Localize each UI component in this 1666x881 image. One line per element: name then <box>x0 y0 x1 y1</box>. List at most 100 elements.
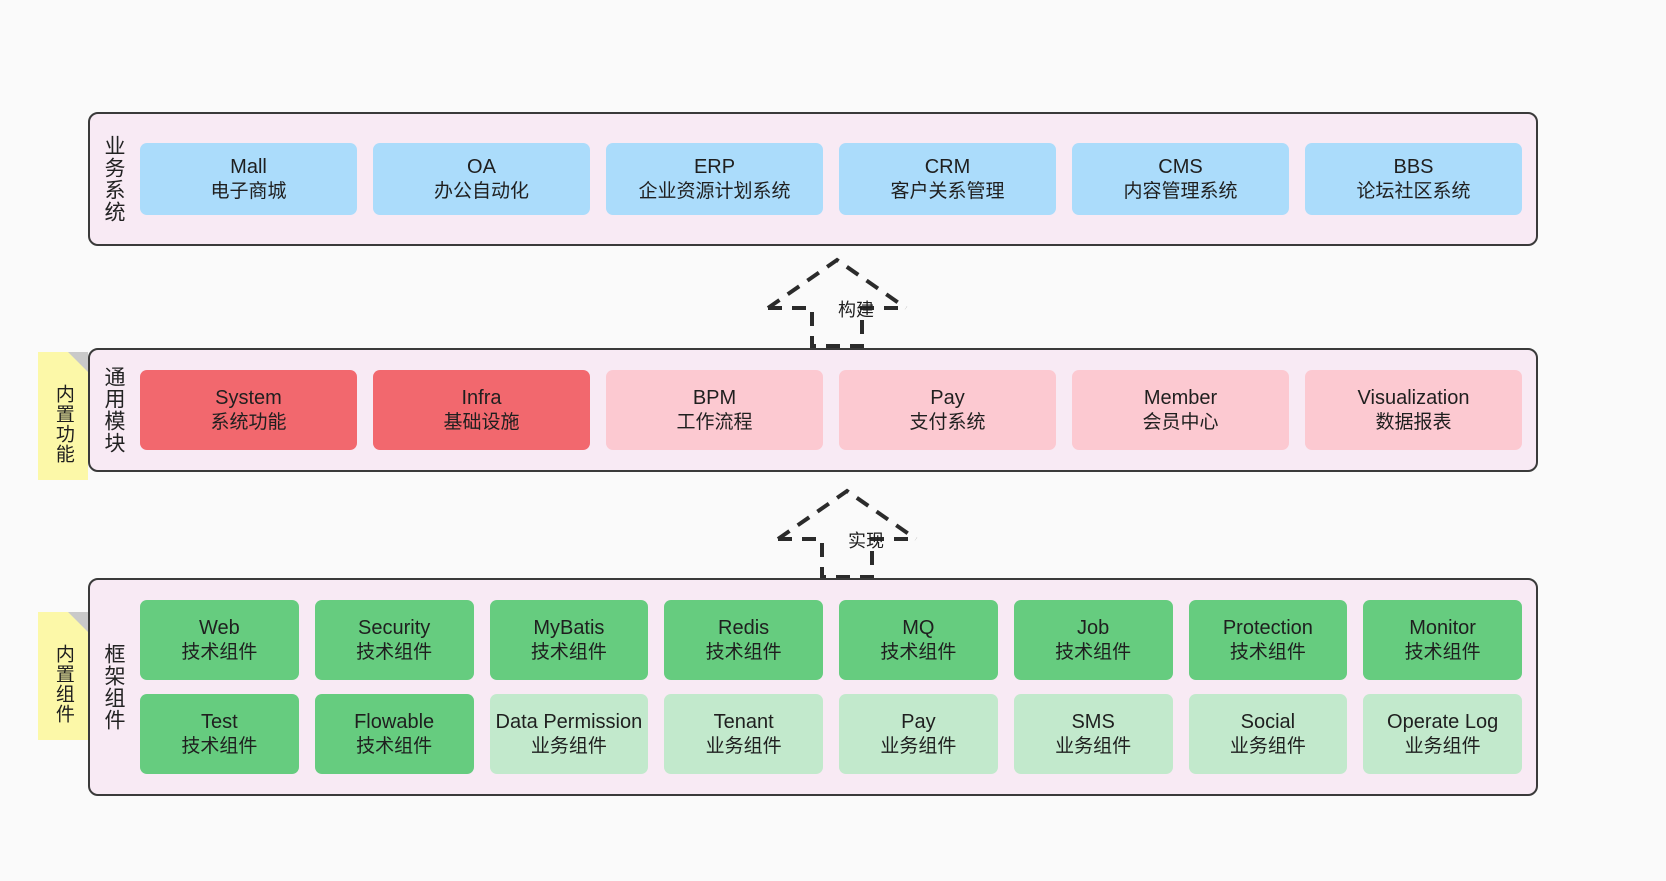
node-tenant[interactable]: Tenant 业务组件 <box>664 694 823 774</box>
node-label-en: Redis <box>718 617 770 640</box>
node-label-cn: 企业资源计划系统 <box>638 180 791 202</box>
layer-common-modules: 通用模块 System 系统功能 Infra 基础设施 BPM 工作流程 Pay… <box>88 348 1538 472</box>
node-label-cn: 技术组件 <box>1404 641 1481 663</box>
node-label-en: Social <box>1240 711 1296 734</box>
layer-row: Mall 电子商城 OA 办公自动化 ERP 企业资源计划系统 CRM 客户关系… <box>140 143 1522 215</box>
node-job[interactable]: Job 技术组件 <box>1013 600 1173 680</box>
node-label-en: ERP <box>693 156 736 179</box>
node-label-cn: 技术组件 <box>880 641 957 663</box>
node-label-cn: 技术组件 <box>530 641 607 663</box>
node-label-cn: 技术组件 <box>356 641 433 663</box>
node-label-en: OA <box>467 156 496 179</box>
node-label-en: MyBatis <box>533 617 605 640</box>
node-label-en: Pay <box>930 387 965 410</box>
layer-row: Test 技术组件 Flowable 技术组件 Data Permission … <box>140 694 1522 774</box>
layer-row: Web 技术组件 Security 技术组件 MyBatis 技术组件 Redi… <box>140 600 1522 680</box>
node-label-en: Visualization <box>1357 387 1470 410</box>
node-label-en: Data Permission <box>495 711 643 734</box>
node-flowable[interactable]: Flowable 技术组件 <box>314 694 474 774</box>
node-mq[interactable]: MQ 技术组件 <box>839 600 998 680</box>
node-bbs[interactable]: BBS 论坛社区系统 <box>1305 143 1522 215</box>
note-builtin-component: 内置组件 <box>38 612 88 740</box>
node-label-cn: 客户关系管理 <box>890 180 1005 202</box>
layer-title-common: 通用模块 <box>101 366 125 454</box>
layer-body-business: Mall 电子商城 OA 办公自动化 ERP 企业资源计划系统 CRM 客户关系… <box>136 114 1536 244</box>
node-label-cn: 业务组件 <box>1404 735 1481 757</box>
node-label-cn: 技术组件 <box>705 641 782 663</box>
node-system[interactable]: System 系统功能 <box>140 370 357 450</box>
node-label-en: BBS <box>1393 156 1434 179</box>
node-label-cn: 技术组件 <box>181 641 258 663</box>
layer-body-common: System 系统功能 Infra 基础设施 BPM 工作流程 Pay 支付系统… <box>136 350 1536 470</box>
note-builtin-function: 内置功能 <box>38 352 88 480</box>
node-label-cn: 技术组件 <box>356 735 433 757</box>
layer-body-framework: Web 技术组件 Security 技术组件 MyBatis 技术组件 Redi… <box>136 580 1536 794</box>
node-oa[interactable]: OA 办公自动化 <box>373 143 590 215</box>
node-crm[interactable]: CRM 客户关系管理 <box>839 143 1056 215</box>
node-label-cn: 业务组件 <box>705 735 782 757</box>
node-sms[interactable]: SMS 业务组件 <box>1013 694 1173 774</box>
node-test[interactable]: Test 技术组件 <box>140 694 299 774</box>
dashed-hollow-arrow-up-icon <box>766 257 908 348</box>
node-member[interactable]: Member 会员中心 <box>1072 370 1289 450</box>
node-label-cn: 内容管理系统 <box>1123 180 1238 202</box>
node-bpm[interactable]: BPM 工作流程 <box>606 370 823 450</box>
node-label-en: Member <box>1143 387 1218 410</box>
node-label-cn: 系统功能 <box>210 411 287 433</box>
node-mybatis[interactable]: MyBatis 技术组件 <box>489 600 649 680</box>
note-text: 内置功能 <box>52 384 74 464</box>
node-label-en: MQ <box>902 617 935 640</box>
node-label-cn: 数据报表 <box>1375 411 1452 433</box>
node-label-en: CRM <box>924 156 971 179</box>
node-label-cn: 会员中心 <box>1142 411 1219 433</box>
node-label-cn: 技术组件 <box>181 735 258 757</box>
node-visualization[interactable]: Visualization 数据报表 <box>1305 370 1522 450</box>
layer-row: System 系统功能 Infra 基础设施 BPM 工作流程 Pay 支付系统… <box>140 370 1522 450</box>
node-label-cn: 工作流程 <box>676 411 753 433</box>
node-label-cn: 业务组件 <box>530 735 607 757</box>
node-label-cn: 电子商城 <box>210 180 287 202</box>
node-web[interactable]: Web 技术组件 <box>140 600 299 680</box>
node-mall[interactable]: Mall 电子商城 <box>140 143 357 215</box>
node-label-en: System <box>215 387 282 410</box>
node-label-en: Operate Log <box>1387 711 1499 734</box>
node-operate-log[interactable]: Operate Log 业务组件 <box>1363 694 1522 774</box>
node-label-en: SMS <box>1071 711 1115 734</box>
layer-title-framework: 框架组件 <box>101 643 125 731</box>
node-protection[interactable]: Protection 技术组件 <box>1188 600 1348 680</box>
node-label-cn: 办公自动化 <box>433 180 529 202</box>
node-data-permission[interactable]: Data Permission 业务组件 <box>489 694 649 774</box>
node-label-cn: 技术组件 <box>1055 641 1132 663</box>
connector-build: 构建 <box>762 256 912 348</box>
node-label-cn: 论坛社区系统 <box>1356 180 1471 202</box>
node-label-cn: 业务组件 <box>880 735 957 757</box>
node-label-en: Web <box>198 617 240 640</box>
node-monitor[interactable]: Monitor 技术组件 <box>1363 600 1522 680</box>
node-label-en: Infra <box>461 387 502 410</box>
layer-business-systems: 业务系统 Mall 电子商城 OA 办公自动化 ERP 企业资源计划系统 CRM… <box>88 112 1538 246</box>
node-security[interactable]: Security 技术组件 <box>314 600 474 680</box>
node-label-en: Pay <box>901 711 936 734</box>
node-label-en: Mall <box>230 156 267 179</box>
node-label-en: Security <box>358 617 431 640</box>
node-label-en: Tenant <box>713 711 774 734</box>
node-infra[interactable]: Infra 基础设施 <box>373 370 590 450</box>
node-pay[interactable]: Pay 支付系统 <box>839 370 1056 450</box>
node-label-cn: 业务组件 <box>1229 735 1306 757</box>
node-redis[interactable]: Redis 技术组件 <box>664 600 823 680</box>
node-label-cn: 支付系统 <box>909 411 986 433</box>
node-label-en: CMS <box>1158 156 1203 179</box>
node-cms[interactable]: CMS 内容管理系统 <box>1072 143 1289 215</box>
layer-title-business: 业务系统 <box>101 135 125 223</box>
node-social[interactable]: Social 业务组件 <box>1188 694 1348 774</box>
node-label-en: Job <box>1077 617 1110 640</box>
connector-realize: 实现 <box>772 487 922 579</box>
node-label-cn: 基础设施 <box>443 411 520 433</box>
node-label-cn: 技术组件 <box>1229 641 1306 663</box>
dashed-hollow-arrow-up-icon <box>776 488 918 579</box>
node-label-en: Monitor <box>1409 617 1476 640</box>
node-pay-component[interactable]: Pay 业务组件 <box>839 694 998 774</box>
node-erp[interactable]: ERP 企业资源计划系统 <box>606 143 823 215</box>
node-label-cn: 业务组件 <box>1055 735 1132 757</box>
